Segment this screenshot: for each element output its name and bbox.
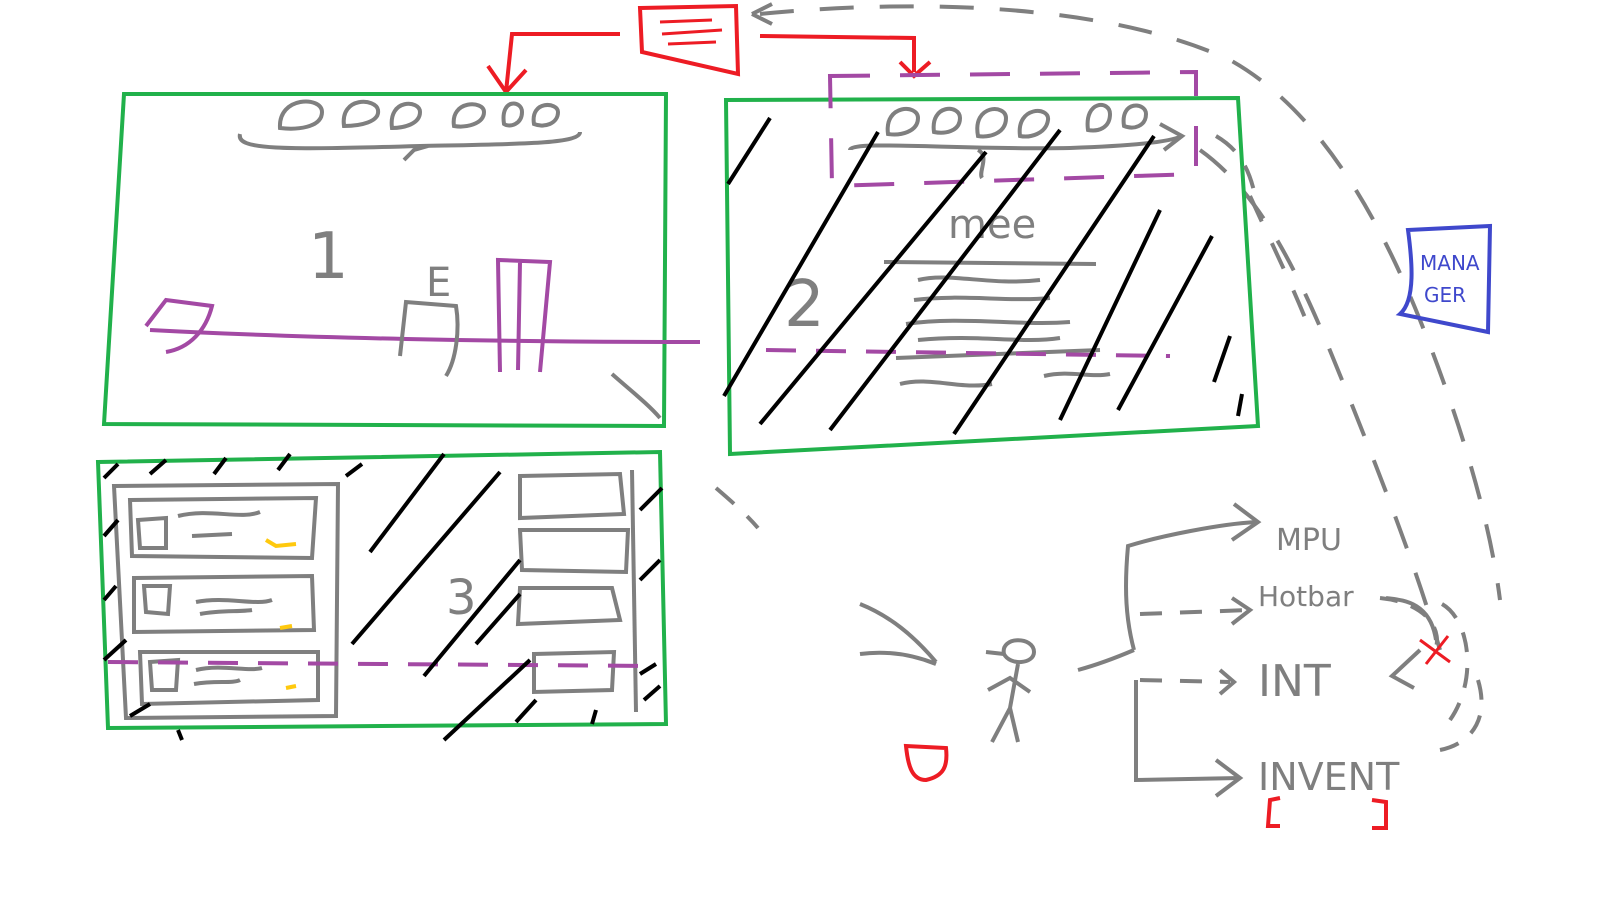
flow-invent-label: INVENT xyxy=(1258,755,1400,799)
flow-mpu-label: MPU xyxy=(1276,523,1342,558)
panel-2: mee 2 xyxy=(722,69,1261,457)
panel-3: 3 xyxy=(95,449,669,742)
flow-int-label: INT xyxy=(1258,656,1331,707)
yellow-badges xyxy=(264,538,297,690)
right-column-buttons xyxy=(515,469,638,713)
red-arrow-left xyxy=(486,32,620,96)
red-cup-icon xyxy=(903,743,949,783)
panel-2-scribble: mee xyxy=(948,202,1036,248)
top-note-card xyxy=(637,3,741,77)
stick-figure xyxy=(985,638,1037,743)
middle-arrows xyxy=(714,134,1312,666)
close-icon[interactable] xyxy=(1419,635,1451,665)
panel-1-letter: E xyxy=(426,260,451,306)
arrowhead-to-card xyxy=(751,2,773,26)
panel-1: 1 E xyxy=(101,92,701,429)
panel-3-hatching xyxy=(102,452,664,742)
gray-dashed-curve-top xyxy=(759,4,1502,651)
manager-card-line2: GER xyxy=(1424,283,1466,307)
manager-card-line1: MANA xyxy=(1420,251,1480,275)
panel-2-hatching xyxy=(722,116,1244,436)
red-arrow-right xyxy=(759,34,932,79)
flow-hotbar-label: Hotbar xyxy=(1258,580,1354,613)
red-brackets xyxy=(1265,796,1388,830)
tab-bubbles xyxy=(237,99,582,162)
flow-branches xyxy=(1077,502,1484,798)
manager-card[interactable]: MANA GER xyxy=(1395,223,1493,335)
list-items xyxy=(127,495,320,707)
panel-1-number: 1 xyxy=(308,220,349,294)
